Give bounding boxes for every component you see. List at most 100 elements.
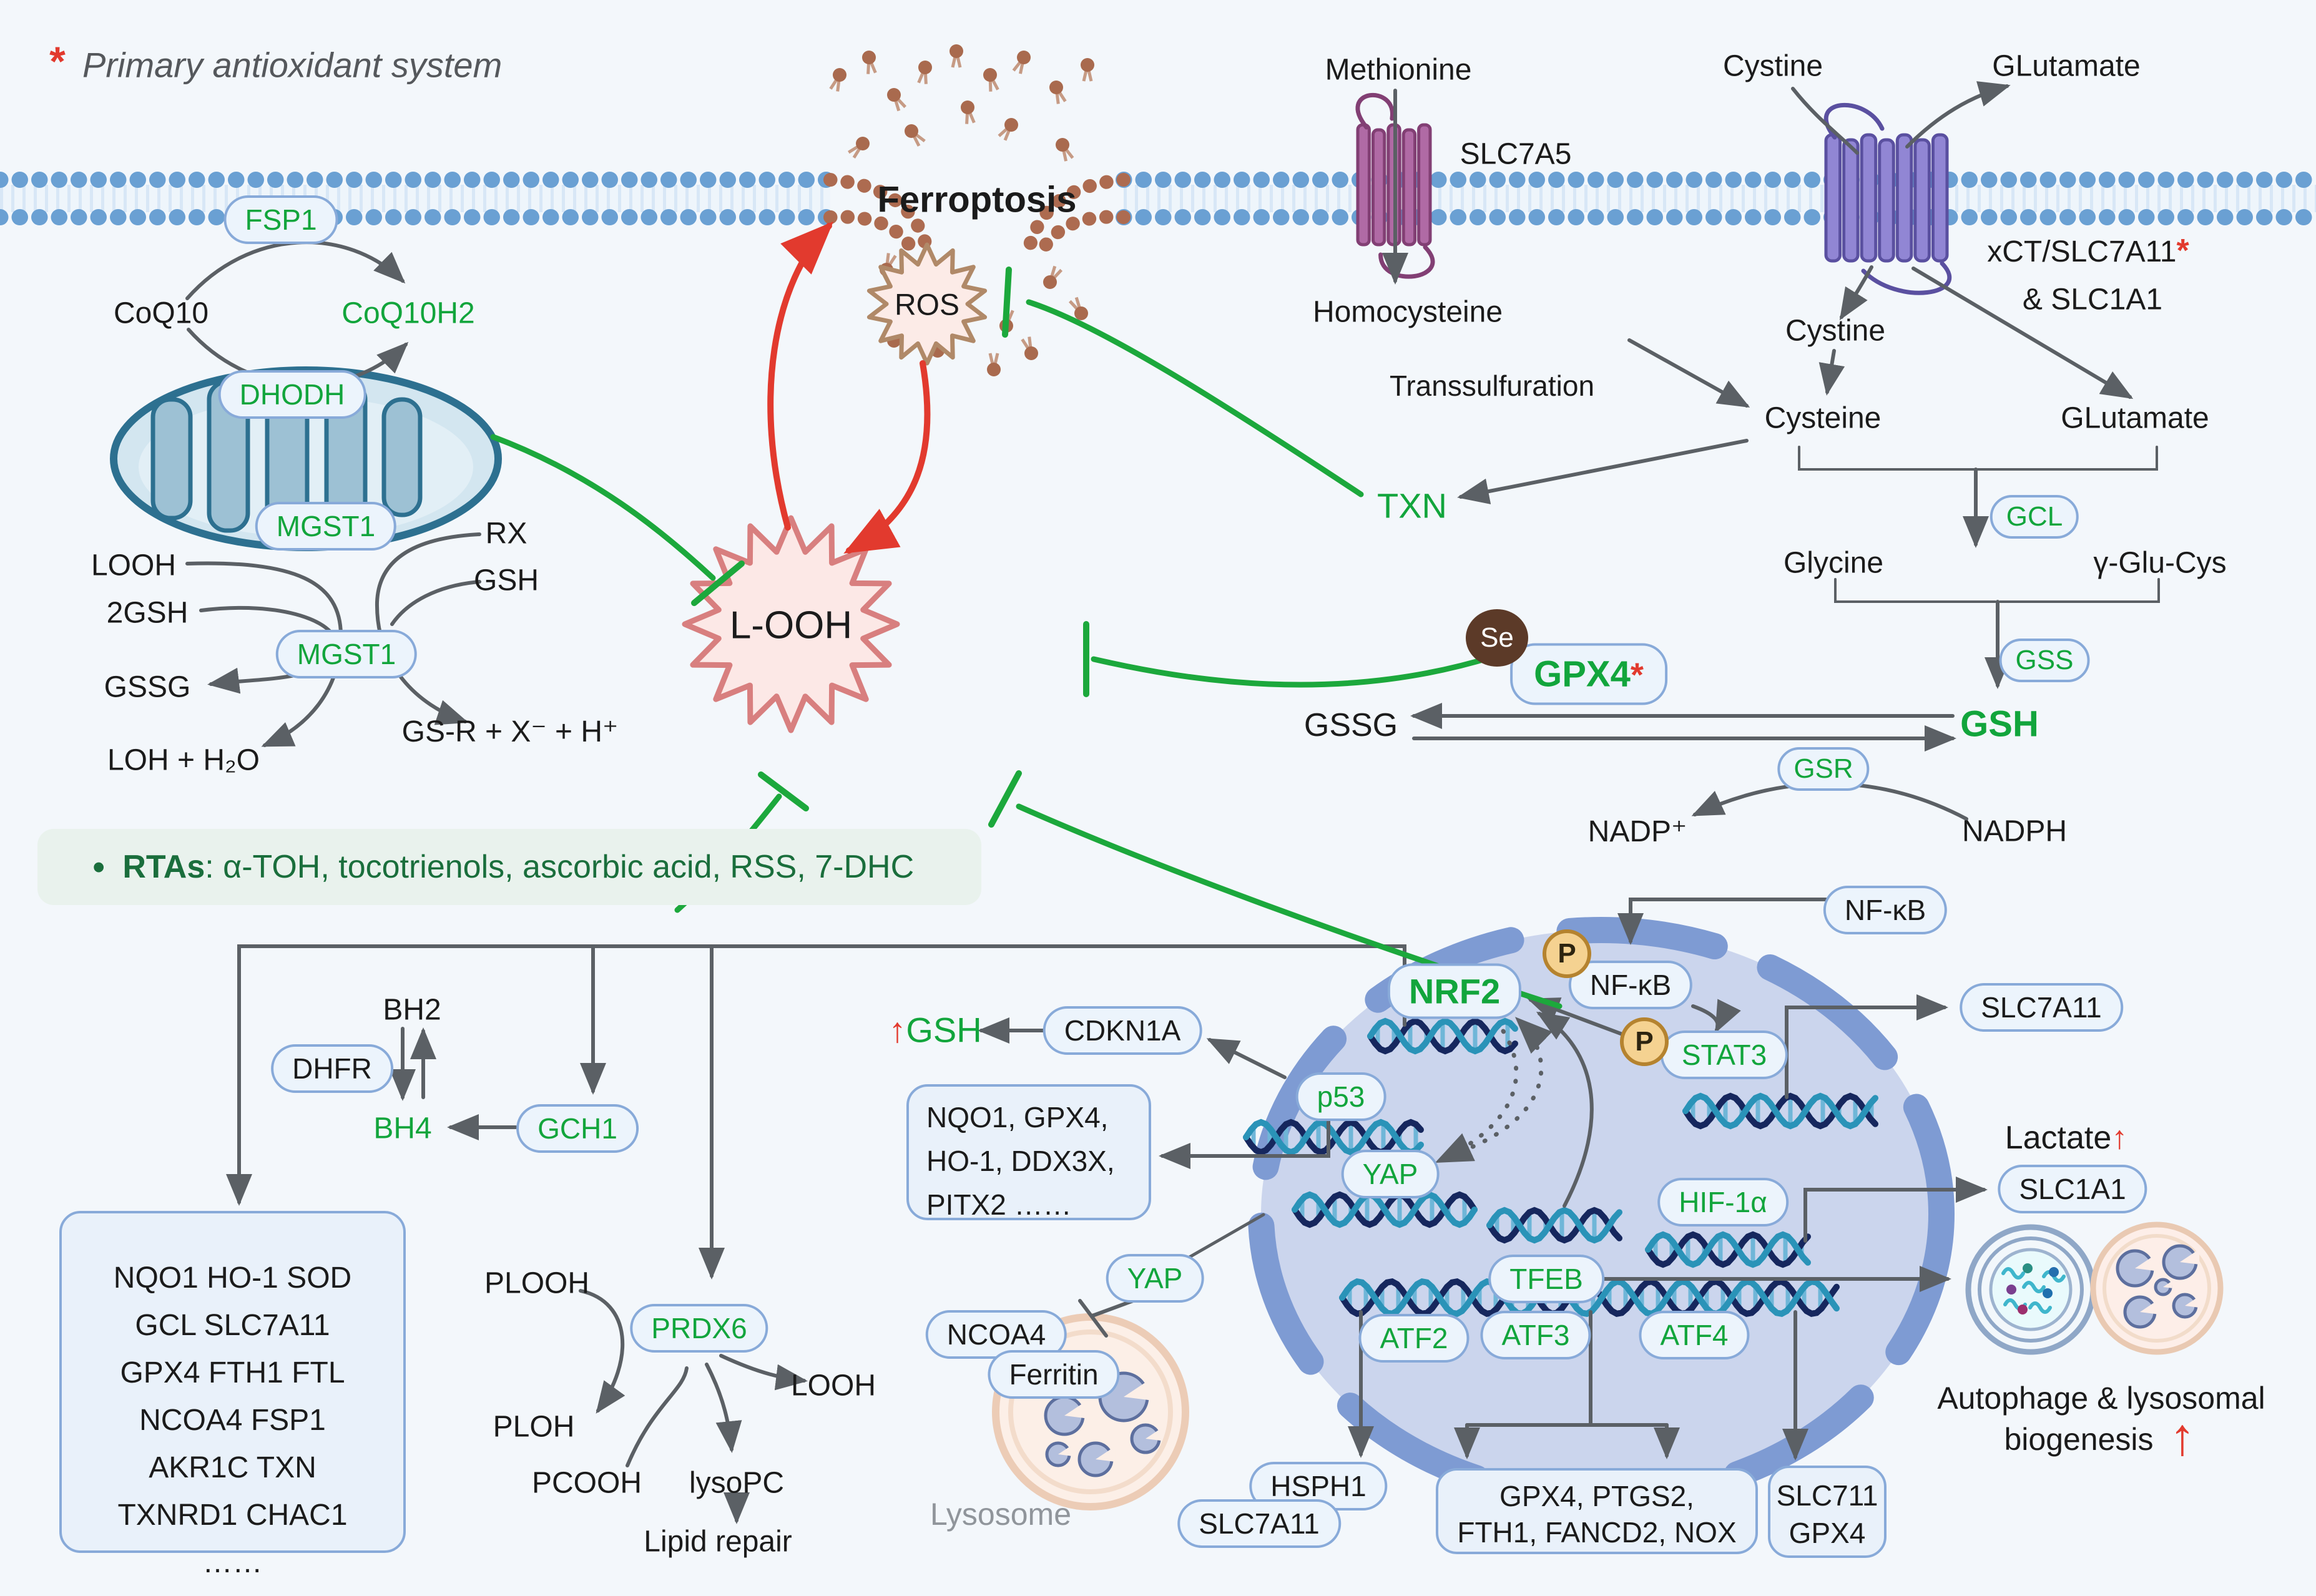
cdkn1a-pill: CDKN1A [1043,1006,1202,1055]
up-arrow-icon: ↑ [888,1010,906,1050]
gch1-label: GCH1 [537,1112,617,1145]
ferritin-pill: Ferritin [988,1350,1120,1399]
coq10h2-label: CoQ10H2 [341,296,475,330]
gsh-main-label: GSH [1960,703,2039,745]
slc7a11-output-pill: SLC7A11 [1960,983,2123,1032]
gss-pill: GSS [1999,639,2090,682]
xct-label: xCT/SLC7A11* [1987,232,2189,270]
targets-box-line: NQO1, GPX4, [926,1101,1109,1133]
cystine-out-label: Cystine [1722,49,1823,83]
phospho-label: P [1635,1026,1654,1057]
lactate-text: Lactate [2004,1120,2112,1156]
cysteine-label: Cysteine [1764,401,1882,435]
slc7a11-bottom-pill: SLC7A11 [1177,1499,1341,1548]
bh2-label: BH2 [383,993,441,1027]
nfkb-inner-label: NF-κB [1589,969,1672,1001]
cystine-in-label: Cystine [1785,314,1886,348]
dhodh-pill: DHODH [218,370,366,419]
nfkb-outer-label: NF-κB [1844,894,1926,926]
selenium-label: Se [1480,622,1514,653]
l-ooh-label: L-OOH [729,604,853,647]
loh-h2o-label: LOH + H₂O [107,743,260,777]
plooh-label: PLOOH [484,1266,590,1300]
txn-label: TXN [1377,486,1447,526]
stat3-pill: STAT3 [1660,1031,1789,1079]
ros-label: ROS [894,288,960,322]
fsp1-pill: FSP1 [223,195,338,244]
gsr-product-label: GS-R + X⁻ + H⁺ [401,715,619,748]
gpx4-box-line: GPX4, PTGS2, [1499,1480,1694,1512]
slc7a11-output-label: SLC7A11 [1981,991,2102,1024]
antioxidant-gene-box: NQO1 HO-1 SOD GCL SLC7A11 GPX4 FTH1 FTL … [59,1211,406,1579]
antioxidant-box-line: TXNRD1 CHAC1 [117,1499,348,1532]
gss-label: GSS [2015,645,2074,675]
bh4-label: BH4 [373,1112,432,1145]
mgst1-inner-label: MGST1 [297,638,396,670]
gsr-label: GSR [1793,753,1853,784]
slc711-box: SLC711 GPX4 [1768,1466,1887,1558]
ncoa4-pill: NCOA4 [925,1310,1067,1359]
yap-outer-pill: YAP [1106,1254,1204,1303]
gsh-mgst-label: GSH [473,564,539,597]
hif1a-pill: HIF-1α [1657,1178,1789,1226]
methionine-label: Methionine [1325,53,1472,87]
autophagy-line2: biogenesis [2004,1422,2154,1457]
ferritin-label: Ferritin [1009,1358,1099,1391]
gpx4-asterisk-icon: * [1630,656,1644,694]
up-arrow-icon: ↑ [2111,1120,2128,1156]
antioxidant-box-line: NCOA4 FSP1 [139,1404,326,1437]
rx-label: RX [485,517,527,551]
atf4-pill: ATF4 [1639,1311,1750,1359]
hif1a-label: HIF-1α [1679,1186,1767,1218]
phospho-icon-stat3: P [1620,1017,1669,1066]
coq10-label: CoQ10 [113,296,209,330]
nrf2-pill: NRF2 [1387,963,1522,1019]
gssg-left-label: GSSG [104,670,191,704]
gsh-up-label: ↑GSH [888,1010,981,1050]
rtas-list: : α-TOH, tocotrienols, ascorbic acid, RS… [205,849,915,885]
prdx6-pill: PRDX6 [630,1304,768,1353]
slc7a11-bottom-label: SLC7A11 [1199,1507,1320,1540]
tfeb-label: TFEB [1509,1263,1583,1295]
gssg-right-label: GSSG [1303,707,1398,743]
slc1a1-sub-label: & SLC1A1 [2022,283,2163,316]
looh-product-label: LOOH [790,1369,876,1403]
nfkb-outer-pill: NF-κB [1823,886,1948,934]
p53-pill: p53 [1295,1072,1386,1121]
nadph-label: NADPH [1961,815,2068,848]
fsp1-label: FSP1 [245,203,317,236]
atf3-pill: ATF3 [1480,1311,1591,1359]
gcl-pill: GCL [1990,495,2079,539]
mgst1-inner-pill: MGST1 [275,630,418,678]
gsr-pill: GSR [1777,747,1870,791]
atf2-pill: ATF2 [1358,1314,1470,1363]
xct-text: xCT/SLC7A11 [1987,235,2177,268]
slc711-box-line: GPX4 [1789,1517,1866,1549]
ploh-label: PLOH [493,1410,575,1444]
atf2-label: ATF2 [1380,1322,1448,1354]
phospho-icon-nfkb: P [1543,929,1591,978]
targets-box-line: PITX2 …… [926,1188,1072,1221]
transsulfuration-label: Transsulfuration [1389,370,1595,402]
antioxidant-box-line: GPX4 FTH1 FTL [120,1356,345,1389]
glycine-label: Glycine [1783,546,1884,580]
cdkn1a-label: CDKN1A [1064,1014,1181,1047]
lysosome-label: Lysosome [930,1497,1072,1532]
slc1a1-output-label: SLC1A1 [2019,1173,2126,1205]
antioxidant-box-line: AKR1C TXN [149,1451,316,1484]
gsh-up-text: GSH [906,1010,982,1050]
nrf2-label: NRF2 [1408,971,1501,1011]
pcooh-label: PCOOH [531,1466,642,1500]
looh-left-label: LOOH [91,549,177,582]
nrf2-targets-box: NQO1, GPX4, HO-1, DDX3X, PITX2 …… [906,1084,1151,1221]
dhfr-label: DHFR [292,1052,372,1085]
glu-cys-label: γ-Glu-Cys [2093,546,2227,580]
mgst1-outer-label: MGST1 [276,510,376,542]
lipid-repair-label: Lipid repair [644,1525,792,1559]
stat3-label: STAT3 [1681,1039,1767,1071]
gch1-pill: GCH1 [516,1104,639,1153]
mgst1-outer-pill: MGST1 [255,502,397,551]
nadp-label: NADP⁺ [1587,815,1687,848]
homocysteine-label: Homocysteine [1312,295,1503,329]
